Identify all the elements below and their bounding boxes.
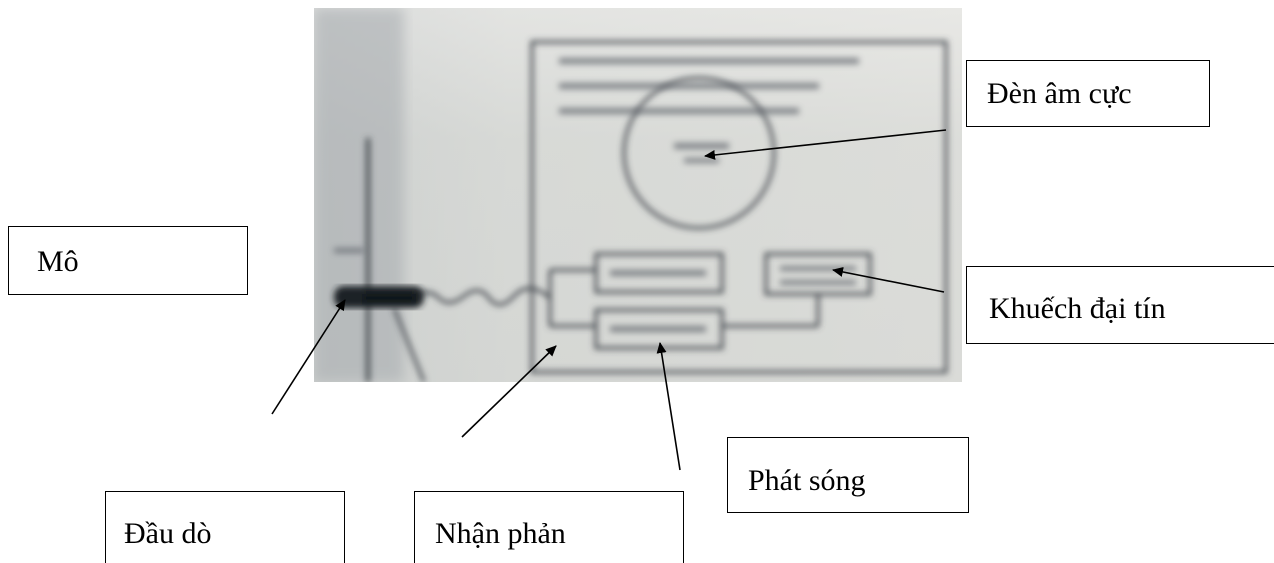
label-khuech-dai-tin: Khuếch đại tín <box>989 292 1166 325</box>
label-dau-do: Đầu dò <box>124 517 212 550</box>
label-box-dau-do: Đầu dò <box>105 491 345 563</box>
device-photo-image <box>314 8 962 382</box>
label-box-phat-song: Phát sóng <box>727 437 969 513</box>
label-phat-song: Phát sóng <box>748 464 866 497</box>
device-photo <box>314 8 962 382</box>
label-nhan-phan: Nhận phản <box>435 517 566 550</box>
label-box-mo: Mô <box>8 226 248 295</box>
label-box-den-am-cuc: Đèn âm cực <box>966 60 1210 127</box>
label-mo: Mô <box>37 245 79 278</box>
label-box-nhan-phan: Nhận phản <box>414 491 684 563</box>
label-den-am-cuc: Đèn âm cực <box>987 77 1132 110</box>
label-box-khuech-dai-tin: Khuếch đại tín <box>966 266 1274 344</box>
